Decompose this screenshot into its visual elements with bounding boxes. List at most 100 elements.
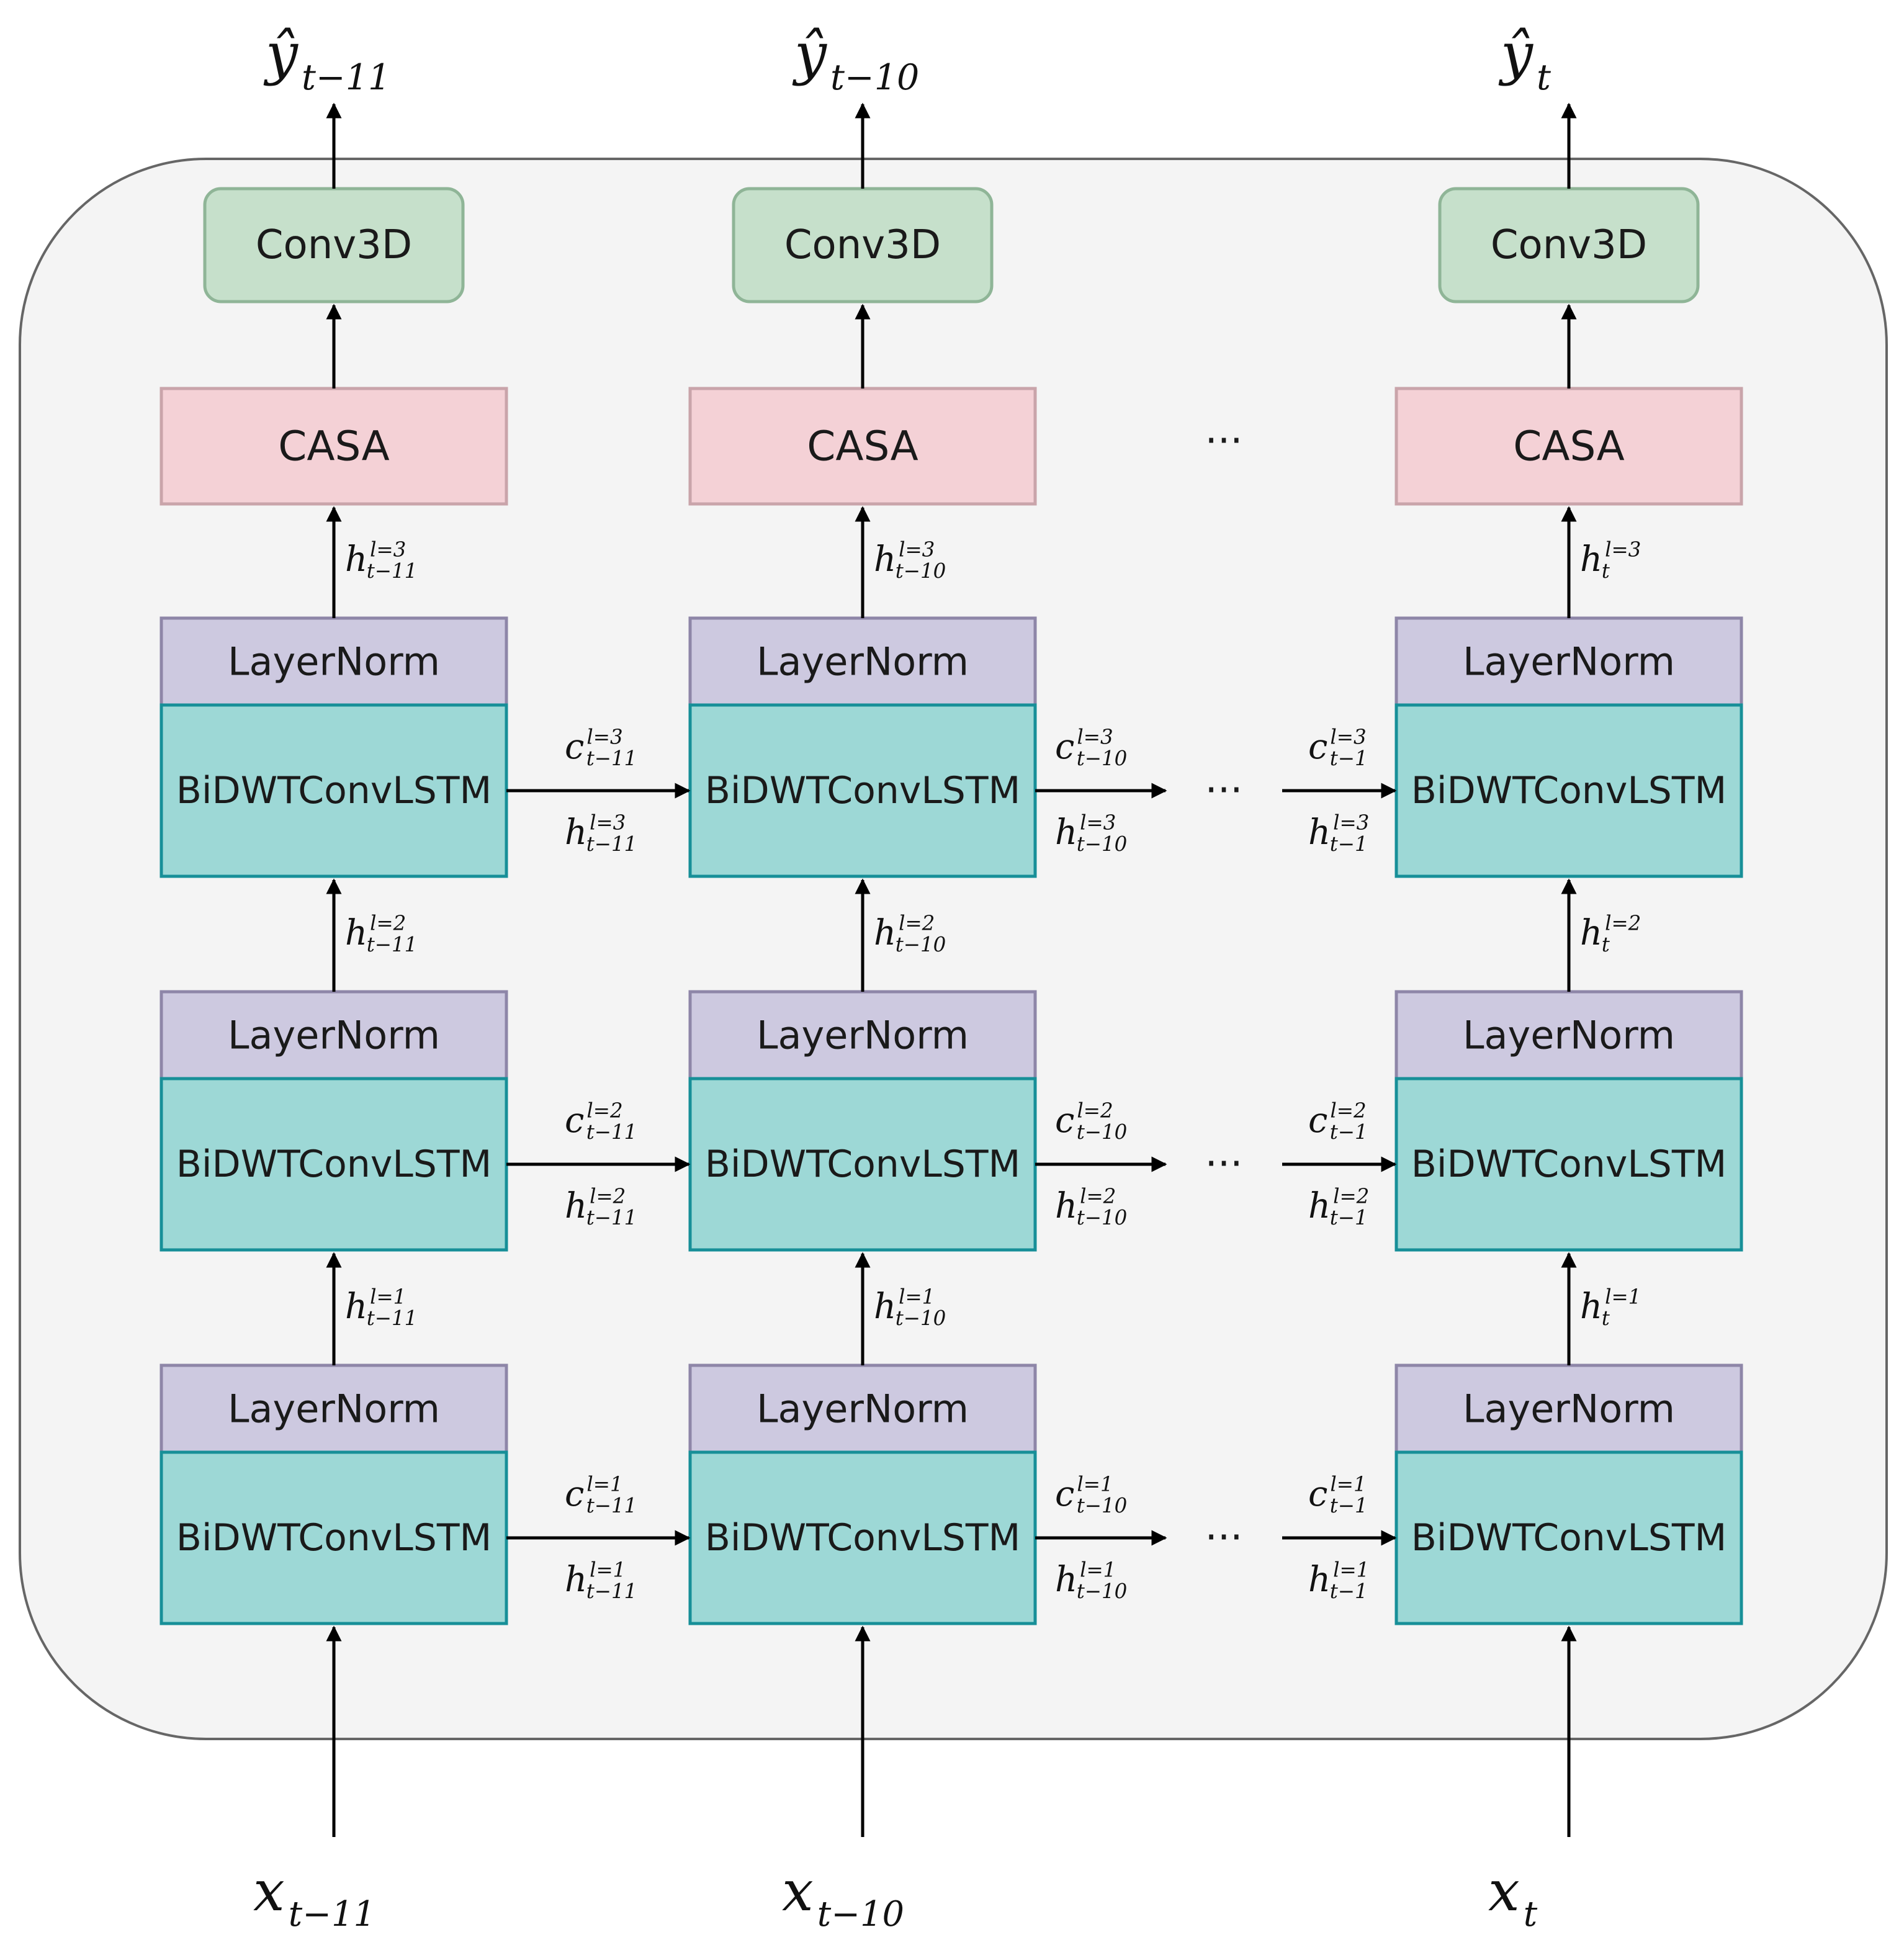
cell-state-label-sub: t−10	[1077, 1494, 1128, 1517]
cell-state-label-sub: t−1	[1330, 747, 1368, 770]
hidden-up-label-var: h	[1580, 539, 1602, 580]
bidwtconvlstm-label: BiDWTConvLSTM	[1411, 1516, 1727, 1560]
cell-state-label-sup: l=1	[1077, 1472, 1113, 1496]
ellipsis: ···	[1205, 1515, 1242, 1561]
hidden-up-label-sub: t−10	[896, 933, 946, 956]
hidden-state-label-sup: l=1	[590, 1558, 626, 1581]
cell-state-label-var: c	[1308, 1474, 1327, 1514]
ellipsis: ···	[1205, 768, 1242, 814]
output-label-var: ŷ	[1498, 20, 1534, 87]
hidden-state-label-var: h	[1308, 812, 1331, 853]
hidden-up-label-sub: t	[1602, 559, 1610, 583]
conv3d-label: Conv3D	[256, 222, 412, 268]
hidden-state-label-sup: l=1	[1080, 1558, 1116, 1581]
cell-state-label-var: c	[565, 1100, 584, 1141]
casa-block	[1394, 387, 1743, 506]
input-label-var: x	[253, 1859, 285, 1924]
hidden-state-label-sub: t−11	[586, 1206, 637, 1229]
ellipsis: ···	[1205, 1141, 1242, 1187]
layernorm-block	[1394, 1363, 1743, 1454]
cell-state-label-var: c	[1055, 1100, 1074, 1141]
hidden-up-label-sup: l=2	[370, 911, 406, 935]
bidwtconvlstm-block	[159, 703, 508, 878]
bidwtconvlstm-block	[688, 703, 1037, 878]
hidden-state-label-sup: l=1	[1333, 1558, 1369, 1581]
input-label-sub: t−11	[289, 1894, 375, 1934]
hidden-state-label-sup: l=3	[1080, 811, 1116, 834]
cell-state-label-sup: l=3	[586, 725, 622, 748]
hidden-state-label-sup: l=3	[590, 811, 626, 834]
hidden-up-label-sub: t	[1602, 933, 1610, 956]
cell-state-label-sup: l=1	[586, 1472, 622, 1496]
hidden-up-label-sup: l=3	[899, 537, 935, 561]
casa-block	[159, 387, 508, 506]
layernorm-label: LayerNorm	[757, 639, 969, 685]
bidwtconvlstm-block	[159, 1077, 508, 1252]
hidden-state-label-sup: l=3	[1333, 811, 1369, 834]
hidden-up-label-sup: l=2	[1605, 911, 1641, 935]
hidden-up-label-var: h	[874, 1287, 896, 1327]
casa-label: CASA	[278, 423, 390, 470]
cell-state-label-sup: l=3	[1077, 725, 1113, 748]
cell-state-label-sup: l=3	[1330, 725, 1366, 748]
cell-state-label-sub: t−10	[1077, 1120, 1128, 1144]
bidwtconvlstm-block	[688, 1450, 1037, 1625]
bidwtconvlstm-label: BiDWTConvLSTM	[705, 1516, 1021, 1560]
bidwtconvlstm-label: BiDWTConvLSTM	[176, 769, 492, 812]
hidden-up-label-sub: t−10	[896, 1306, 946, 1330]
ellipsis: ···	[1205, 418, 1242, 464]
cell-state-label-sub: t−11	[586, 747, 637, 770]
hidden-up-label-sup: l=2	[899, 911, 935, 935]
casa-label: CASA	[807, 423, 918, 470]
hidden-up-label-sup: l=3	[1605, 537, 1641, 561]
bidwtconvlstm-block	[1394, 703, 1743, 878]
layernorm-label: LayerNorm	[228, 1013, 440, 1058]
bidwtconvlstm-block	[1394, 1450, 1743, 1625]
layernorm-label: LayerNorm	[1463, 1386, 1675, 1432]
hidden-up-label-sub: t−11	[367, 559, 418, 583]
bidwtconvlstm-block	[1394, 1077, 1743, 1252]
output-label-sub: t	[1537, 57, 1551, 98]
hidden-state-label-var: h	[1055, 1186, 1077, 1226]
cell-state-label-sub: t−11	[586, 1120, 637, 1144]
hidden-up-label-var: h	[1580, 1287, 1602, 1327]
bidwtconvlstm-label: BiDWTConvLSTM	[176, 1516, 492, 1560]
layernorm-label: LayerNorm	[1463, 1013, 1675, 1058]
cell-state-label-sup: l=2	[586, 1098, 622, 1122]
layernorm-label: LayerNorm	[1463, 639, 1675, 685]
hidden-up-label-var: h	[874, 913, 896, 953]
layernorm-label: LayerNorm	[228, 639, 440, 685]
hidden-up-label-sub: t−10	[896, 559, 946, 583]
hidden-up-label-var: h	[345, 1287, 367, 1327]
output-label-sub: t−10	[830, 57, 919, 98]
cell-state-label-var: c	[565, 727, 584, 767]
hidden-state-label-sub: t−11	[586, 1579, 637, 1603]
layernorm-block	[159, 1363, 508, 1454]
casa-block	[688, 387, 1037, 506]
conv3d-label: Conv3D	[1491, 222, 1647, 268]
hidden-up-label-var: h	[874, 539, 896, 580]
hidden-up-label-sup: l=1	[899, 1285, 935, 1308]
hidden-up-label-sup: l=3	[370, 537, 406, 561]
cell-state-label-sub: t−1	[1330, 1120, 1368, 1144]
output-label-var: ŷ	[792, 20, 827, 87]
hidden-state-label-sub: t−1	[1330, 832, 1368, 856]
cell-state-label-sub: t−10	[1077, 747, 1128, 770]
